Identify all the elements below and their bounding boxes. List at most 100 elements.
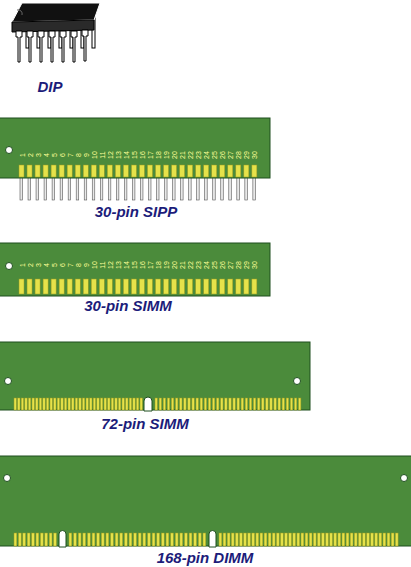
contact-pad [18,533,21,546]
contact-pad [86,398,88,410]
pin-number: 16 [138,151,145,159]
contact-pad [309,533,312,546]
pin-number: 17 [146,151,153,159]
simm72-pads [14,398,301,410]
pin-number: 15 [130,261,137,269]
contact-pad [258,398,260,410]
pin-number: 29 [243,261,250,269]
dimm168-board [0,456,411,546]
module-label: 30-pin SIPP [95,204,178,219]
contact-pad [99,165,104,177]
mounting-hole [4,475,11,482]
contact-pad [262,398,264,410]
contact-pad [346,533,349,546]
contact-pad [171,533,174,546]
contact-pad [208,398,210,410]
contact-pad [107,165,112,177]
contact-pad [59,165,64,177]
contact-pad [111,533,114,546]
contact-pad [244,279,249,294]
contact-pad [245,398,247,410]
contact-pad [157,533,160,546]
contact-pad [305,533,308,546]
pin-number: 26 [219,261,226,269]
pin-number: 22 [187,151,194,159]
contact-pad [289,533,292,546]
contact-pad [282,398,284,410]
pin-number: 30 [251,151,258,159]
contact-pad [39,398,41,410]
pin-number: 9 [82,263,89,267]
contact-pad [317,533,320,546]
pin-number: 25 [211,151,218,159]
pin-number: 14 [122,151,129,159]
contact-pad [212,398,214,410]
pin-number: 1 [18,153,25,157]
contact-pad [175,533,178,546]
contact-pad [200,398,202,410]
contact-pad [161,533,164,546]
contact-pad [203,533,206,546]
contact-pad [75,398,77,410]
contact-pad [163,398,165,410]
pin-number: 11 [98,261,105,268]
contact-pad [152,533,155,546]
contact-pad [256,533,259,546]
contact-pad [185,533,188,546]
pin-number: 12 [106,261,113,269]
contact-pad [54,533,57,546]
pin-number: 27 [227,261,234,269]
contact-pad [272,533,275,546]
sipp-pads [19,165,257,177]
contact-pad [136,398,138,410]
pin-number: 10 [90,261,97,269]
contact-pad [140,398,142,410]
module-label: DIP [37,79,62,94]
contact-pad [252,279,257,294]
contact-pad [196,165,201,177]
contact-pad [74,533,77,546]
key-notch [59,531,66,547]
contact-pad [123,165,128,177]
pin-number: 10 [90,151,97,159]
contact-pad [129,398,131,410]
contact-pad [285,533,288,546]
contact-pad [313,533,316,546]
contact-pad [172,279,177,294]
contact-pad [147,279,152,294]
pin-number: 3 [34,263,41,267]
contact-pad [43,165,48,177]
contact-pad [147,165,152,177]
contact-pad [115,398,117,410]
pin-number: 28 [235,261,242,269]
contact-pad [28,398,30,410]
contact-pad [180,533,183,546]
key-notch [144,397,152,411]
contact-pad [294,398,296,410]
contact-pad [27,165,32,177]
pin-number: 23 [195,151,202,159]
pin-number: 4 [42,153,49,157]
module-label: 30-pin SIMM [84,298,172,313]
contact-pad [36,398,38,410]
contact-pad [227,533,230,546]
dip-chip [12,3,100,62]
contact-pad [100,398,102,410]
contact-pad [212,279,217,294]
contact-pad [180,165,185,177]
contact-pad [18,398,20,410]
contact-pad [108,398,110,410]
contact-pad [115,165,120,177]
contact-pad [188,398,190,410]
pin-number: 30 [251,261,258,269]
contact-pad [204,279,209,294]
contact-pad [75,165,80,177]
contact-pad [61,398,63,410]
contact-pad [111,398,113,410]
key-notch [209,531,216,547]
contact-pad [371,533,374,546]
contact-pad [204,165,209,177]
pin-number: 5 [50,263,57,267]
contact-pad [27,279,32,294]
